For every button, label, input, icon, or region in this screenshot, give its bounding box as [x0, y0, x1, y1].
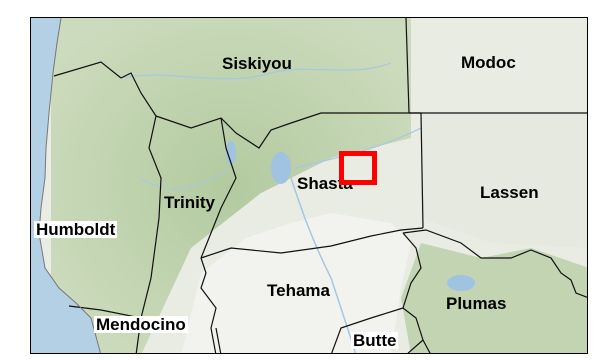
forest-area-northwest — [51, 18, 411, 353]
pacific-ocean — [31, 18, 61, 238]
county-label-lassen: Lassen — [480, 183, 539, 202]
county-label-butte: Butte — [351, 331, 399, 350]
eastern-plateau — [421, 113, 587, 248]
county-label-modoc: Modoc — [461, 53, 516, 72]
coastline — [38, 18, 101, 353]
county-label-mendocino: Mendocino — [94, 315, 188, 334]
klamath-river — [120, 62, 392, 80]
location-marker — [339, 151, 377, 185]
county-label-humboldt: Humboldt — [34, 220, 118, 239]
map-frame[interactable]: Siskiyou Modoc Shasta Trinity Lassen Hum… — [30, 17, 588, 354]
trinity-lake — [226, 141, 236, 165]
county-label-shasta: Shasta — [297, 174, 353, 193]
pacific-ocean-south — [31, 233, 101, 353]
county-label-tehama: Tehama — [267, 281, 330, 300]
shasta-lake — [271, 152, 291, 184]
forest-area-southeast — [401, 243, 587, 353]
sacramento-river — [290, 177, 357, 353]
central-valley — [181, 213, 411, 353]
almanor-lake — [447, 275, 475, 291]
county-label-siskiyou: Siskiyou — [222, 54, 292, 73]
trinity-river — [140, 167, 232, 190]
county-label-plumas: Plumas — [446, 294, 507, 313]
county-label-trinity: Trinity — [164, 193, 216, 212]
